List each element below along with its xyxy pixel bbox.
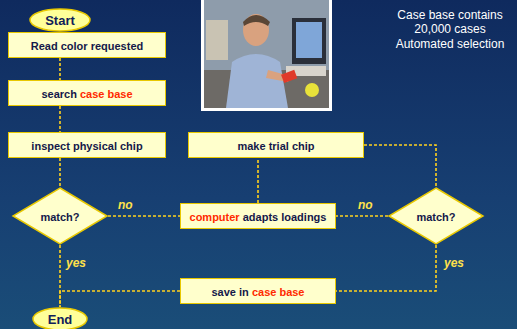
branch-label: yes	[66, 256, 86, 270]
text-group: match?	[416, 207, 455, 225]
process-box: computeradapts loadings	[180, 203, 336, 229]
node-text: End	[48, 312, 73, 327]
color-chip	[281, 70, 297, 83]
ellipse-shape	[30, 9, 90, 31]
process-box: inspect physical chip	[8, 132, 166, 158]
text-group: search case base	[41, 84, 132, 102]
head	[243, 14, 269, 46]
decision-diamond: match?	[388, 187, 484, 245]
flow-connector	[59, 106, 61, 132]
process-box: Read color requested	[8, 32, 166, 58]
node-text: search	[41, 88, 76, 100]
node-text: make trial chip	[237, 140, 314, 152]
text-group: End	[48, 310, 73, 328]
text-group: computeradapts loadings	[190, 207, 327, 225]
photo-frame	[201, 0, 332, 111]
flow-connector	[59, 158, 61, 187]
text-group: save incase base	[212, 282, 305, 300]
cabinet	[206, 20, 228, 60]
branch-label: yes	[444, 256, 464, 270]
node-text: save in	[212, 286, 249, 298]
photo-background	[204, 0, 329, 108]
node-text: inspect physical chip	[31, 140, 142, 152]
note-text: Case base contains 20,000 cases	[386, 8, 514, 36]
flow-connector	[60, 291, 180, 307]
node-text: Start	[45, 13, 75, 28]
terminal-oval: End	[32, 307, 88, 329]
diamond-shape	[389, 188, 483, 244]
flow-connector	[336, 245, 436, 291]
flow-connector	[59, 58, 61, 80]
ellipse-shape	[33, 308, 87, 329]
note-text: Automated selection	[386, 37, 514, 51]
monitor-screen	[296, 22, 322, 58]
text-group: Start	[45, 11, 75, 29]
flow-connector	[257, 158, 259, 203]
node-text: Read color requested	[31, 40, 143, 52]
badge	[305, 83, 319, 97]
branch-label: no	[118, 198, 133, 212]
flow-connector	[364, 145, 436, 187]
node-text: computer	[190, 211, 240, 223]
text-group: match?	[40, 207, 79, 225]
hair	[243, 15, 270, 26]
process-box: make trial chip	[188, 132, 364, 158]
shirt	[226, 54, 288, 108]
terminal-oval: Start	[29, 8, 91, 32]
text-group: make trial chip	[237, 136, 314, 154]
node-text: match?	[416, 211, 455, 223]
flow-connector	[108, 215, 180, 217]
branch-label: no	[358, 198, 373, 212]
diamond-shape	[13, 188, 107, 244]
node-text: match?	[40, 211, 79, 223]
decision-diamond: match?	[12, 187, 108, 245]
text-group: Read color requested	[31, 36, 143, 54]
text-group: inspect physical chip	[31, 136, 142, 154]
node-text: adapts loadings	[243, 211, 327, 223]
node-text: case base	[80, 88, 133, 100]
node-text: case base	[252, 286, 305, 298]
flow-connector	[336, 215, 388, 217]
process-box: save incase base	[180, 278, 336, 304]
process-box: search case base	[8, 80, 166, 106]
monitor	[292, 18, 326, 64]
